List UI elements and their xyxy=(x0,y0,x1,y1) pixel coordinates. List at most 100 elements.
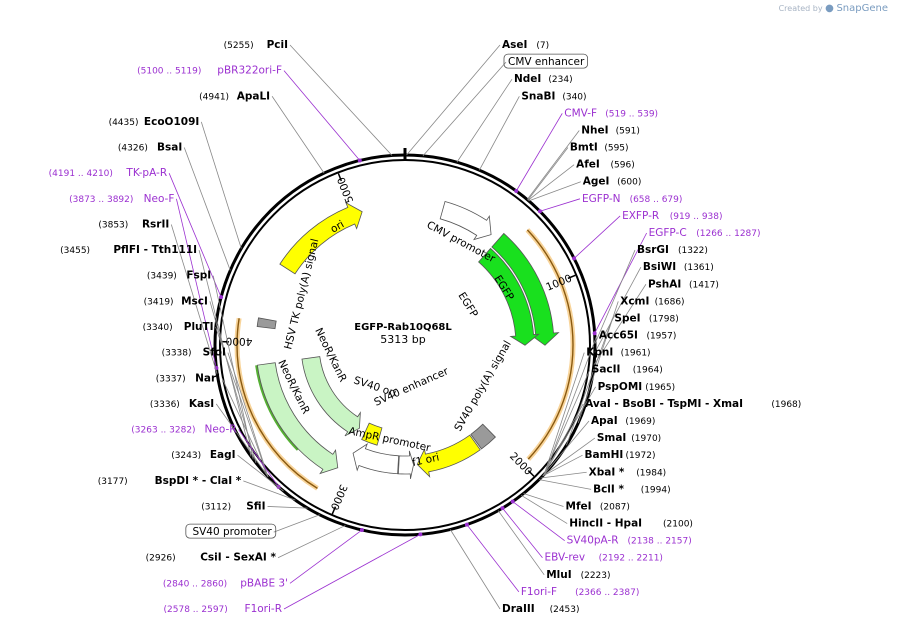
leader-line xyxy=(539,198,581,212)
leader-line xyxy=(209,301,257,463)
site-label-rsrii: RsrII(3853) xyxy=(98,218,169,230)
credit-prefix: Created by xyxy=(778,4,823,13)
site-name: EBV-rev xyxy=(544,552,585,564)
site-position: (1957) xyxy=(646,332,676,342)
site-name: XcmI xyxy=(620,295,649,307)
site-name: SV40 promoter xyxy=(192,526,272,538)
site-position: (1994) xyxy=(641,485,671,495)
leader-line xyxy=(176,198,217,369)
site-label-pluti: PluTI(3340) xyxy=(143,321,214,333)
leader-line xyxy=(237,454,284,492)
site-label-agei: AgeI(600) xyxy=(583,176,642,188)
leader-line xyxy=(283,70,361,161)
leader-line xyxy=(521,494,568,524)
site-position: (4435) xyxy=(109,118,139,128)
site-position: (2840 .. 2860) xyxy=(163,579,227,589)
site-position: (1968) xyxy=(771,400,801,410)
feature-label-egfp-inner: EGFP xyxy=(455,290,480,319)
snapgene-logo-icon: ● xyxy=(825,3,834,14)
site-label-sfoi: SfoI(3338) xyxy=(162,347,226,359)
site-label-bspdi-clai-: BspDI * - ClaI *(3177) xyxy=(98,475,242,487)
leader-line xyxy=(170,224,218,375)
site-label-snabi: SnaBI(340) xyxy=(521,90,586,102)
site-position: (3263 .. 3282) xyxy=(131,426,195,436)
site-position: (1970) xyxy=(631,434,661,444)
site-position: (5255) xyxy=(224,41,254,51)
primer-site-marker xyxy=(500,506,505,511)
site-name: SfiI xyxy=(246,500,265,512)
site-position: (4326) xyxy=(118,144,148,154)
leader-line xyxy=(283,534,421,610)
site-name: BamHI xyxy=(585,449,624,461)
leader-line xyxy=(594,249,636,344)
tick-mark xyxy=(337,173,343,182)
site-name: EcoO109I xyxy=(144,116,199,128)
site-label-mlui: MluI(2223) xyxy=(546,569,610,581)
leader-line xyxy=(271,96,325,174)
leader-line xyxy=(456,78,513,163)
site-label-ecoo109i: EcoO109I (4435) xyxy=(109,116,200,128)
site-name: SV40pA-R xyxy=(567,535,619,547)
site-label-spei: SpeI(1798) xyxy=(614,312,678,324)
site-name: BmtI xyxy=(570,142,598,154)
site-label-mfei: MfeI(2087) xyxy=(566,500,630,512)
leader-line xyxy=(539,479,592,490)
tick-mark xyxy=(331,506,337,515)
site-label-acc65i: Acc65I(1957) xyxy=(599,330,677,342)
orange-arc-halo xyxy=(525,228,576,461)
primer-site-marker xyxy=(357,158,362,163)
feature-hsv-tk-poly-a-signal xyxy=(256,317,277,330)
site-name: RsrII xyxy=(142,218,169,230)
leader-line xyxy=(200,121,242,249)
feature-label-ori: ori xyxy=(329,218,347,235)
site-label-hincii-hpai: HincII - HpaI(2100) xyxy=(569,518,693,530)
site-position: (2138 .. 2157) xyxy=(627,537,691,547)
site-label-pbabe-3-: pBABE 3'(2840 .. 2860) xyxy=(163,577,288,589)
site-position: (1969) xyxy=(625,417,655,427)
leader-line xyxy=(277,525,346,559)
leader-line xyxy=(527,147,569,201)
site-label-ndei: NdeI(234) xyxy=(514,73,573,85)
site-position: (2087) xyxy=(600,502,630,512)
leader-line xyxy=(168,173,222,298)
site-label-tk-pa-r: TK-pA-R(4191 .. 4210) xyxy=(49,167,167,179)
site-position: (3177) xyxy=(98,477,128,487)
site-name: CMV enhancer xyxy=(508,56,585,68)
feature-callout-box xyxy=(503,53,588,69)
site-label-cmv-enhancer: CMV enhancer xyxy=(503,53,588,69)
leader-line xyxy=(523,493,564,507)
site-name: SfoI xyxy=(203,347,226,359)
site-label-pcii: PciI(5255) xyxy=(224,39,288,51)
site-position: (1961) xyxy=(621,349,651,359)
site-label-nhei: NheI(591) xyxy=(581,124,640,136)
site-label-bcli-: BclI * (1994) xyxy=(593,483,671,495)
leader-line xyxy=(542,420,590,476)
site-name: BclI * xyxy=(593,483,624,495)
leader-line xyxy=(512,501,565,541)
green-arc xyxy=(255,365,299,451)
site-name: BsrGI xyxy=(637,244,669,256)
site-name: PflFI - Tth111I xyxy=(113,244,197,256)
leader-line xyxy=(215,403,269,478)
leader-line xyxy=(528,181,581,202)
site-name: DraIII xyxy=(502,603,535,615)
site-label-msci: MscI(3419) xyxy=(144,295,208,307)
tick-mark xyxy=(527,470,535,477)
leader-line xyxy=(594,266,642,353)
site-name: AgeI xyxy=(583,176,610,188)
leader-line xyxy=(543,386,596,476)
feature-cmv-promoter xyxy=(439,200,492,241)
feature-arrows xyxy=(256,200,560,479)
tick-label: 1000 xyxy=(544,272,573,293)
site-label-egfp-n: EGFP-N(658 .. 679) xyxy=(582,193,682,205)
site-label-egfp-c: EGFP-C(1266 .. 1287) xyxy=(649,227,761,239)
site-position: (2926) xyxy=(146,554,176,564)
site-position: (2100) xyxy=(663,520,693,530)
feature-egfp xyxy=(491,232,560,346)
feature-arcs xyxy=(234,228,576,491)
site-label-bsiwi: BsiWI(1361) xyxy=(643,261,714,273)
site-label-sacii: SacII(1964) xyxy=(592,364,663,376)
site-name: F1ori-R xyxy=(245,603,282,615)
site-name: KasI xyxy=(189,398,214,410)
site-position: (3455) xyxy=(60,246,90,256)
